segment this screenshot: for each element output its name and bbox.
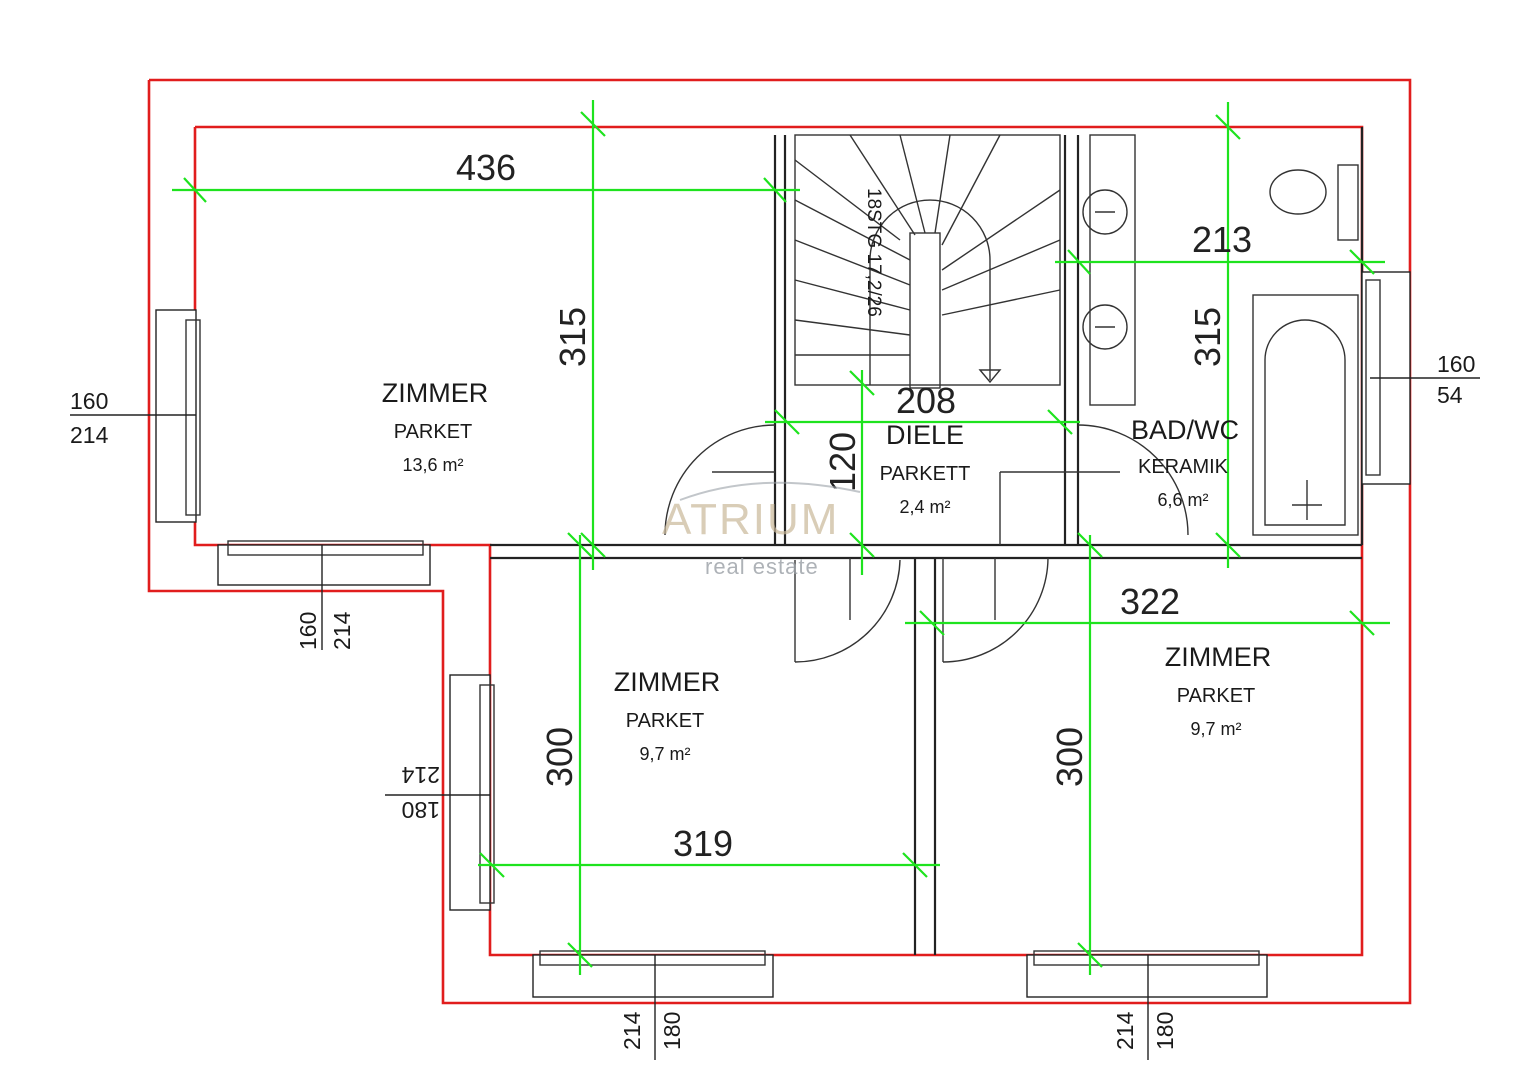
window-label-lower: 214 <box>70 422 109 448</box>
window-label-upper: 160 <box>295 612 321 650</box>
room-name: BAD/WC <box>1131 415 1239 445</box>
window-label-upper: 214 <box>401 762 440 788</box>
window-leaders <box>70 377 1480 1060</box>
interior-walls <box>490 127 1364 955</box>
dim-bath-height: 315 <box>1187 307 1228 367</box>
dim-top-height: 315 <box>552 307 593 367</box>
window-label-lower: 180 <box>402 797 440 823</box>
room-zimmer-right: ZIMMER PARKET 9,7 m² <box>1165 642 1271 739</box>
window-labels: 160 214 160 214 160 54 214 180 214 180 2… <box>70 351 1475 1050</box>
room-floor: PARKET <box>626 710 705 732</box>
room-bad: BAD/WC KERAMIK 6,6 m² <box>1131 415 1239 510</box>
room-name: ZIMMER <box>614 667 720 697</box>
room-zimmer-left: ZIMMER PARKET 9,7 m² <box>614 667 720 764</box>
dim-left-width: 319 <box>673 823 733 864</box>
window-label-lower: 180 <box>1152 1012 1178 1050</box>
staircase: 18STG 17,2/26 <box>794 134 1061 389</box>
room-diele: DIELE PARKETT 2,4 m² <box>880 420 971 517</box>
room-area: 6,6 m² <box>1157 490 1208 510</box>
dim-right-height: 300 <box>1049 727 1090 787</box>
logo-sub-text: real estate <box>705 554 819 579</box>
room-area: 9,7 m² <box>1190 719 1241 739</box>
window-label-lower: 54 <box>1437 382 1463 408</box>
window-label-upper: 214 <box>1112 1011 1138 1050</box>
dim-hall-width: 208 <box>896 380 956 421</box>
window-label-upper: 160 <box>1437 351 1475 377</box>
dim-top-width: 436 <box>456 147 516 188</box>
dimension-lines <box>172 100 1390 975</box>
room-floor: PARKET <box>1177 685 1256 707</box>
atrium-logo-watermark: ATRIUM real estate <box>662 481 861 579</box>
dim-hall-height: 120 <box>822 432 863 492</box>
window-label-upper: 160 <box>70 388 108 414</box>
window-label-upper: 214 <box>619 1011 645 1050</box>
doors <box>664 424 1189 663</box>
room-floor: KERAMIK <box>1138 456 1229 478</box>
bathtub-icon <box>1252 294 1359 536</box>
room-name: ZIMMER <box>382 378 488 408</box>
room-floor: PARKET <box>394 421 473 443</box>
room-area: 2,4 m² <box>899 497 950 517</box>
dim-bath-width: 213 <box>1192 219 1252 260</box>
outer-boundary-outline <box>147 78 1412 1005</box>
bath-fixtures <box>1082 134 1359 536</box>
room-area: 13,6 m² <box>402 455 463 475</box>
dim-right-width: 322 <box>1120 581 1180 622</box>
sink-icon <box>1082 189 1128 235</box>
toilet-icon <box>1269 169 1327 215</box>
room-zimmer-top: ZIMMER PARKET 13,6 m² <box>382 378 488 475</box>
room-floor: PARKETT <box>880 463 971 485</box>
dim-left-height: 300 <box>539 727 580 787</box>
window-label-lower: 180 <box>659 1012 685 1050</box>
dimension-labels: 436 315 213 315 208 120 322 319 300 300 <box>456 147 1252 864</box>
logo-main-text: ATRIUM <box>662 495 839 544</box>
room-area: 9,7 m² <box>639 744 690 764</box>
room-name: DIELE <box>886 420 964 450</box>
windows <box>155 271 1411 998</box>
stair-label: 18STG 17,2/26 <box>863 188 884 317</box>
room-name: ZIMMER <box>1165 642 1271 672</box>
window-label-lower: 214 <box>329 611 355 650</box>
sink-icon-2 <box>1082 304 1128 350</box>
